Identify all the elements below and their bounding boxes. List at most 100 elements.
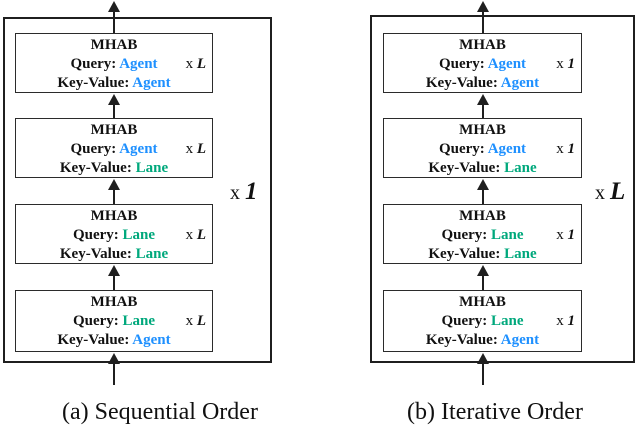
key-value-label: Key-Value:	[57, 332, 130, 348]
key-value-line: Key-Value: Agent	[384, 74, 581, 93]
block-title: MHAB	[459, 294, 506, 310]
repeat-prefix: x	[595, 182, 605, 204]
key-value-value: Agent	[500, 75, 540, 91]
repeat-value: L	[196, 227, 206, 243]
query-label: Query:	[70, 141, 117, 157]
repeat-value: 1	[567, 227, 576, 243]
block-title: MHAB	[90, 37, 138, 53]
between-arrow-icon	[477, 265, 489, 290]
query-line: Query: Agent	[16, 55, 212, 74]
query-label: Query:	[441, 227, 488, 243]
repeat-prefix: x	[185, 56, 194, 72]
arrow-head-icon	[477, 1, 489, 12]
iterative-block-agent-lane: MHAB Query: Agent Key-Value: Lane x 1	[383, 118, 582, 178]
arrow-head-icon	[477, 179, 489, 190]
key-value-line: Key-Value: Lane	[16, 245, 212, 264]
key-value-line: Key-Value: Lane	[384, 159, 581, 178]
sequential-order-outer-box	[3, 17, 272, 363]
query-line: Query: Lane	[384, 226, 581, 245]
block-repeat-label: x 1	[556, 226, 575, 245]
key-value-line: Key-Value: Agent	[16, 331, 212, 350]
arrow-head-icon	[477, 353, 489, 364]
key-value-value: Lane	[504, 246, 537, 262]
repeat-value: 1	[567, 56, 576, 72]
output-arrow-icon	[477, 1, 489, 33]
caption-sequential-order: (a) Sequential Order	[62, 399, 258, 425]
query-label: Query:	[441, 313, 488, 329]
repeat-prefix: x	[185, 227, 194, 243]
between-arrow-icon	[108, 265, 120, 290]
arrow-head-icon	[108, 94, 120, 105]
block-repeat-label: x L	[186, 55, 206, 74]
block-repeat-label: x L	[186, 140, 206, 159]
sequential-block-lane-lane: MHAB Query: Lane Key-Value: Lane x L	[15, 204, 213, 264]
key-value-line: Key-Value: Lane	[16, 159, 212, 178]
query-value: Agent	[487, 56, 527, 72]
arrow-head-icon	[108, 179, 120, 190]
arrow-head-icon	[477, 265, 489, 276]
query-line: Query: Agent	[384, 140, 581, 159]
block-title: MHAB	[90, 122, 138, 138]
key-value-line: Key-Value: Lane	[384, 245, 581, 264]
block-repeat-label: x 1	[556, 140, 575, 159]
key-value-line: Key-Value: Agent	[384, 331, 581, 350]
key-value-value: Agent	[132, 332, 171, 348]
key-value-label: Key-Value:	[57, 75, 130, 91]
key-value-label: Key-Value:	[428, 246, 501, 262]
repeat-prefix: x	[556, 227, 564, 243]
iterative-block-lane-lane: MHAB Query: Lane Key-Value: Lane x 1	[383, 204, 582, 264]
repeat-prefix: x	[556, 56, 564, 72]
query-label: Query:	[438, 56, 485, 72]
arrow-head-icon	[108, 1, 120, 12]
key-value-line: Key-Value: Agent	[16, 74, 212, 93]
block-title: MHAB	[459, 208, 506, 224]
block-title: MHAB	[90, 208, 138, 224]
input-arrow-icon	[477, 353, 489, 385]
key-value-label: Key-Value:	[59, 160, 132, 176]
repeat-prefix: x	[556, 141, 564, 157]
block-title: MHAB	[459, 37, 506, 53]
input-arrow-icon	[108, 353, 120, 385]
key-value-value: Lane	[135, 160, 169, 176]
repeat-value: 1	[567, 141, 576, 157]
repeat-prefix: x	[556, 313, 564, 329]
iterative-outer-repeat-label: x L	[595, 178, 625, 206]
query-value: Agent	[119, 56, 158, 72]
query-value: Agent	[119, 141, 158, 157]
query-value: Lane	[491, 227, 524, 243]
query-line: Query: Lane	[16, 226, 212, 245]
sequential-block-agent-agent: MHAB Query: Agent Key-Value: Agent x L	[15, 33, 213, 93]
block-repeat-label: x 1	[556, 312, 575, 331]
key-value-label: Key-Value:	[428, 160, 501, 176]
block-repeat-label: x L	[186, 312, 206, 331]
query-value: Lane	[491, 313, 524, 329]
key-value-value: Lane	[504, 160, 537, 176]
block-repeat-label: x L	[186, 226, 206, 245]
block-title: MHAB	[90, 294, 138, 310]
query-value: Lane	[122, 313, 156, 329]
query-line: Query: Agent	[16, 140, 212, 159]
repeat-prefix: x	[185, 141, 194, 157]
repeat-value: L	[196, 313, 206, 329]
key-value-value: Agent	[500, 332, 540, 348]
output-arrow-icon	[108, 1, 120, 33]
between-arrow-icon	[477, 94, 489, 118]
query-label: Query:	[438, 141, 485, 157]
query-value: Agent	[487, 141, 527, 157]
arrow-head-icon	[477, 94, 489, 105]
query-label: Query:	[72, 227, 119, 243]
repeat-value: 1	[567, 313, 576, 329]
repeat-value: L	[610, 178, 626, 205]
repeat-prefix: x	[185, 313, 194, 329]
sequential-outer-repeat-label: x 1	[230, 178, 258, 206]
query-label: Query:	[70, 56, 117, 72]
repeat-value: L	[196, 141, 206, 157]
sequential-block-agent-lane: MHAB Query: Agent Key-Value: Lane x L	[15, 118, 213, 178]
query-line: Query: Lane	[16, 312, 212, 331]
block-repeat-label: x 1	[556, 55, 575, 74]
iterative-block-lane-agent: MHAB Query: Lane Key-Value: Agent x 1	[383, 290, 582, 352]
key-value-label: Key-Value:	[425, 75, 498, 91]
key-value-label: Key-Value:	[59, 246, 132, 262]
sequential-block-lane-agent: MHAB Query: Lane Key-Value: Agent x L	[15, 290, 213, 352]
